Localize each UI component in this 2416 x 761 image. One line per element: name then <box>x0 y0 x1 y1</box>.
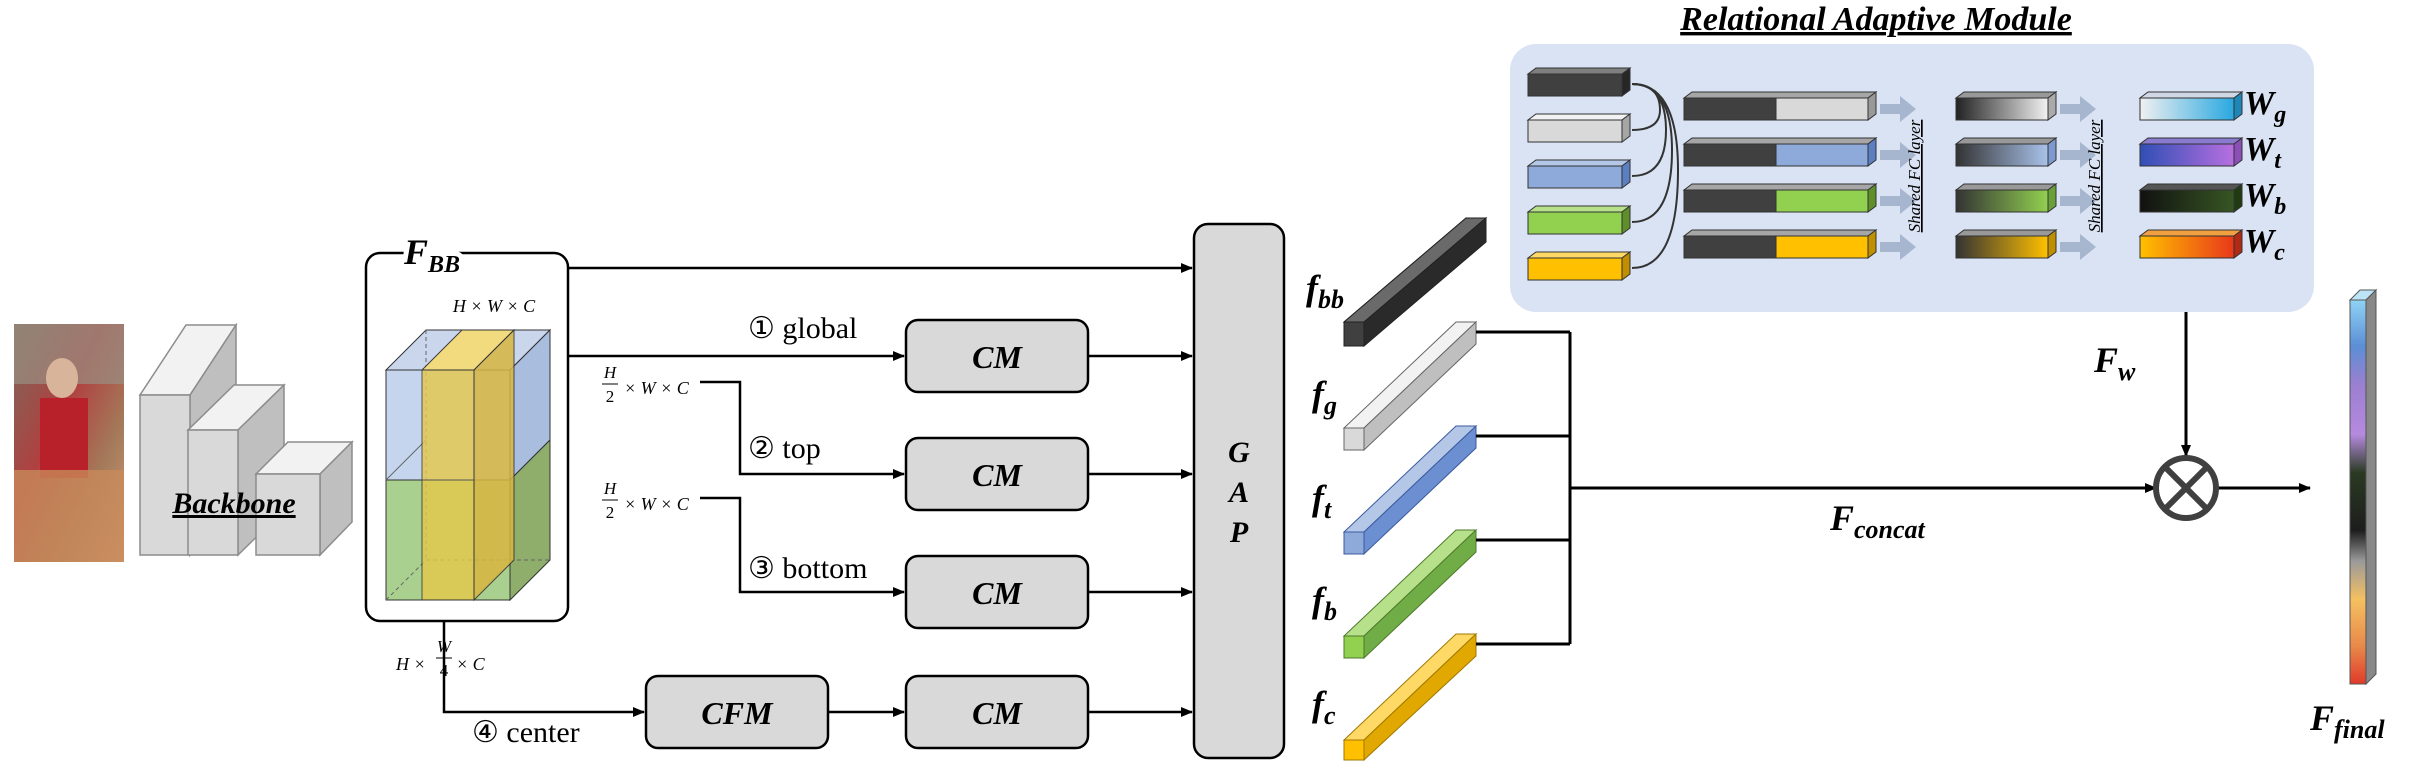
cm-box-global: CM <box>904 318 1090 394</box>
svg-text:P: P <box>1229 516 1249 549</box>
feature-label-fb: fb <box>1312 580 1337 626</box>
fbb-feature-cube <box>384 328 552 602</box>
final-feature-bar <box>2348 288 2378 686</box>
svg-text:2: 2 <box>606 503 615 522</box>
cm-box-bottom: CM <box>904 554 1090 630</box>
weight-label-wb: Wb <box>2244 177 2286 220</box>
fbb-label: FBB <box>403 232 460 278</box>
svg-text:H: H <box>603 479 618 498</box>
feature-bar-fbb <box>1342 216 1488 348</box>
feature-label-fg: fg <box>1312 374 1337 420</box>
weight-label-wg: Wg <box>2244 85 2286 128</box>
bottom-dim-label: H 2 × W × C <box>602 479 690 522</box>
feature-bar-fg <box>1342 320 1478 452</box>
ram-concat-bars <box>1682 91 1878 259</box>
concat-connectors <box>1476 290 2311 646</box>
gap-box: G A P <box>1192 222 1286 760</box>
backbone-label: Backbone <box>171 487 295 520</box>
branch-label-center: ④ center <box>472 716 580 749</box>
svg-text:G: G <box>1228 436 1250 469</box>
svg-text:CM: CM <box>972 457 1023 493</box>
ram-fc-output-bars <box>1954 91 2058 259</box>
cfm-box-center: CFM <box>644 674 830 750</box>
weight-label-wc: Wc <box>2244 223 2285 266</box>
feature-label-fc: fc <box>1312 684 1336 730</box>
weight-label-wt: Wt <box>2244 131 2282 174</box>
branch-connectors <box>442 263 1193 717</box>
ram-arrows <box>1880 96 2096 260</box>
ram-title: Relational Adaptive Module <box>1679 1 2072 38</box>
fbb-dim-label: H × W × C <box>452 296 536 316</box>
fw-label: Fw <box>2093 340 2136 386</box>
cm-box-top: CM <box>904 436 1090 512</box>
shared-fc-label-2: Shared FC layer <box>2085 119 2104 232</box>
concat-label: Fconcat <box>1829 498 1926 544</box>
ram-weight-bars <box>2138 91 2244 259</box>
top-dim-label: H 2 × W × C <box>602 363 690 406</box>
input-person-image <box>14 324 124 562</box>
svg-text:H ×: H × <box>395 654 426 674</box>
center-dim-label: H × W 4 × C <box>395 637 486 680</box>
ram-pair-connectors <box>1631 83 1680 269</box>
svg-text:2: 2 <box>606 387 615 406</box>
svg-text:CM: CM <box>972 575 1023 611</box>
svg-text:CM: CM <box>972 695 1023 731</box>
cm-box-center: CM <box>904 674 1090 750</box>
branch-label-top: ② top <box>748 432 821 465</box>
feature-label-ft: ft <box>1312 478 1332 524</box>
feature-bar-ft <box>1342 424 1478 556</box>
svg-text:CFM: CFM <box>701 695 774 731</box>
feature-bar-fc <box>1342 632 1478 761</box>
branch-label-bottom: ③ bottom <box>748 552 867 585</box>
shared-fc-label-1: Shared FC layer <box>1905 119 1924 232</box>
backbone-blocks <box>138 322 354 558</box>
feature-label-fbb: fbb <box>1306 268 1344 314</box>
svg-text:× W × C: × W × C <box>624 494 690 514</box>
branch-label-global: ① global <box>748 312 857 345</box>
svg-text:× C: × C <box>456 654 486 674</box>
svg-text:H: H <box>603 363 618 382</box>
ram-input-bars <box>1526 67 1632 281</box>
svg-text:CM: CM <box>972 339 1023 375</box>
final-label: Ffinal <box>2309 698 2385 744</box>
svg-text:× W × C: × W × C <box>624 378 690 398</box>
multiply-operator <box>2153 455 2219 521</box>
feature-bar-fb <box>1342 528 1478 660</box>
svg-text:A: A <box>1227 476 1249 509</box>
